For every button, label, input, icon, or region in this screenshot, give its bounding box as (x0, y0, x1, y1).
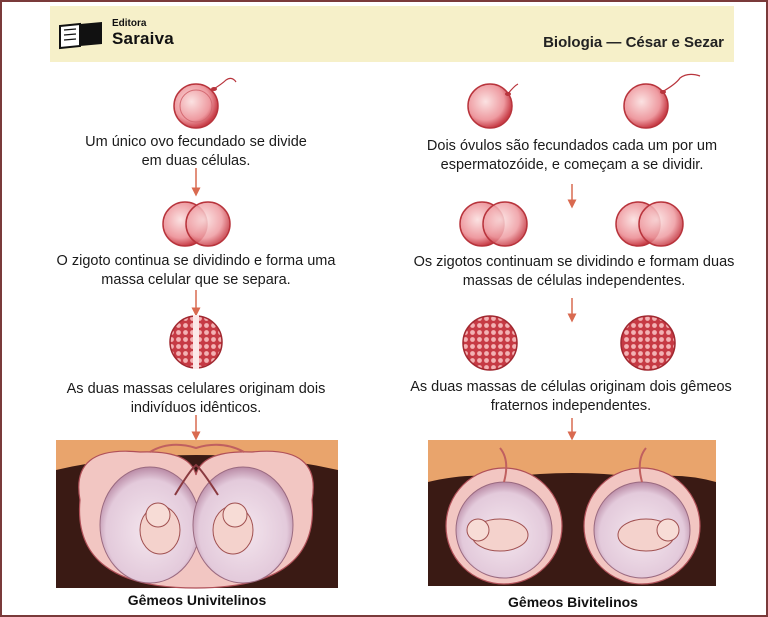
uterus-illustration-right (428, 440, 716, 586)
fertilized-egg-right-1 (467, 83, 519, 129)
label-univitelinos: Gêmeos Univitelinos (127, 592, 267, 608)
morula-right-1 (462, 315, 518, 371)
label-bivitelinos: Gêmeos Bivitelinos (508, 594, 638, 610)
right-step3-caption: As duas massas de células originam dois … (410, 379, 732, 414)
right-step1-caption: Dois óvulos são fecundados cada um por u… (426, 138, 718, 173)
publisher-name: Saraiva (112, 29, 174, 48)
two-cell-stage-right-1 (459, 201, 528, 247)
two-cell-stage-left (162, 201, 231, 247)
uterus-illustration-left (56, 440, 338, 589)
morula-splitting-left (169, 315, 223, 369)
publisher-small: Editora (112, 18, 147, 29)
book-title: Biologia — César e Sezar (543, 34, 724, 51)
book-logo-icon (59, 22, 102, 50)
left-step2-caption: O zigoto continua se dividindo e forma u… (56, 253, 336, 288)
fertilized-egg-left (173, 77, 237, 129)
right-step2-caption: Os zigotos continuam se dividindo e form… (413, 254, 735, 289)
left-step3-caption: As duas massas celulares originam dois i… (66, 381, 326, 416)
header-bar: Editora Saraiva Biologia — César e Sezar (50, 6, 734, 62)
fertilized-egg-right-2 (623, 73, 701, 129)
two-cell-stage-right-2 (615, 201, 684, 247)
morula-right-2 (620, 315, 676, 371)
left-step1-caption: Um único ovo fecundado se divide em duas… (85, 134, 307, 169)
